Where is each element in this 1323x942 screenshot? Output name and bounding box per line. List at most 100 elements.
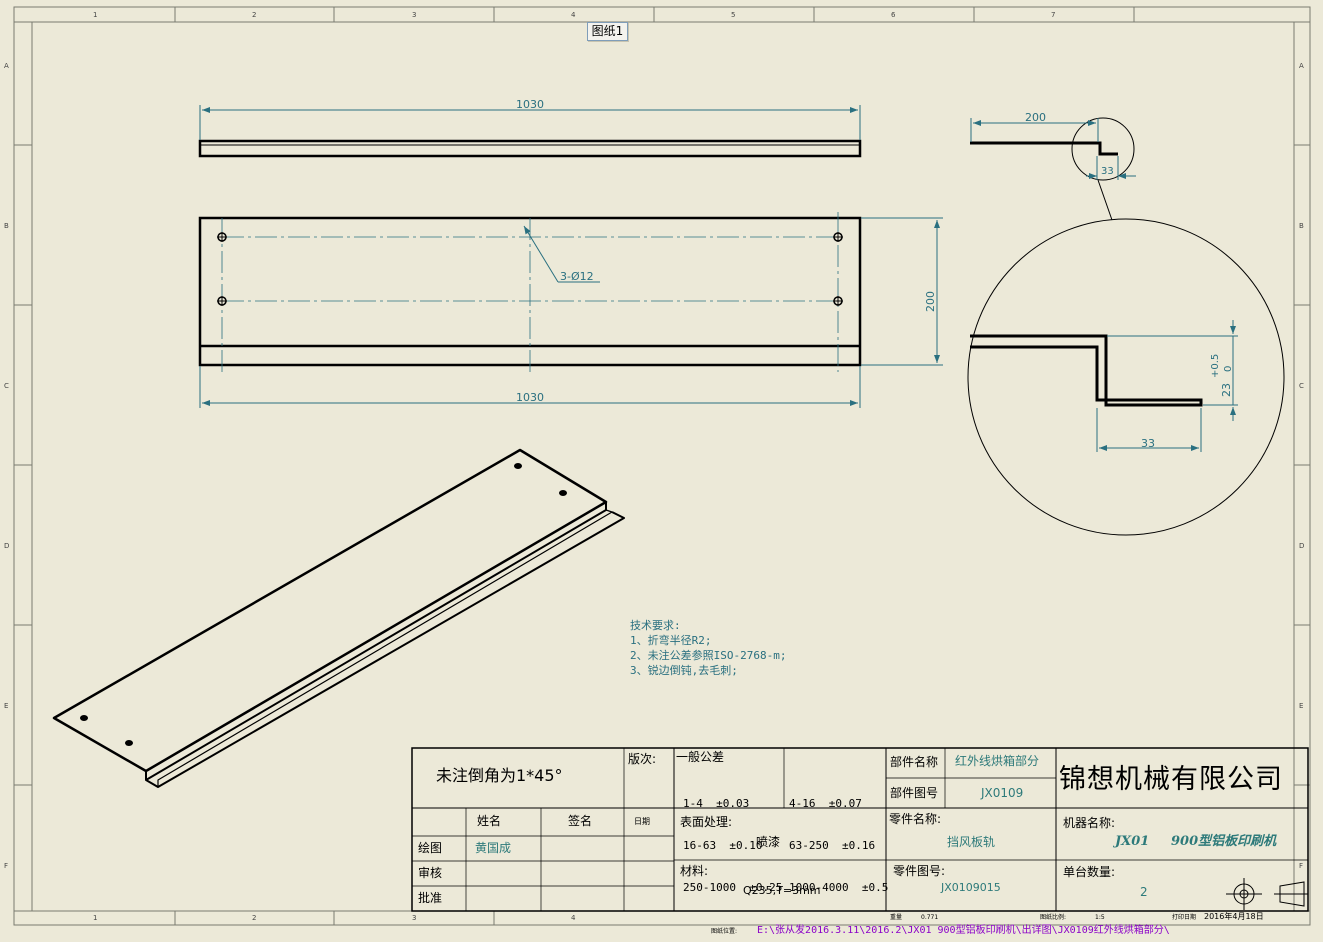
surface-value: 喷漆 — [756, 835, 781, 849]
front-view[interactable] — [198, 212, 862, 372]
col-label: 2 — [252, 11, 256, 19]
row-label: A — [1299, 62, 1304, 70]
material-value: Q235,T=3mm — [743, 884, 821, 897]
row-label: E — [4, 702, 8, 710]
date-value: 2016年4月18日 — [1204, 912, 1264, 921]
row-draw: 绘图 — [418, 841, 443, 855]
hole-leader — [523, 225, 600, 283]
part-no-label: 部件图号 — [890, 786, 939, 800]
hole — [559, 490, 567, 496]
detail-width-label: 33 — [1141, 437, 1155, 450]
hole — [125, 740, 133, 746]
row-approve: 批准 — [418, 891, 443, 905]
row-label: B — [1299, 222, 1304, 230]
col-sign: 签名 — [568, 814, 593, 828]
side-step-label: 33 — [1101, 166, 1114, 177]
sheet-tab[interactable]: 图纸1 — [587, 22, 628, 41]
qty-label: 单台数量: — [1063, 865, 1116, 879]
tech-item: 1、折弯半径R2; — [630, 634, 712, 647]
projection-symbol-icon — [1226, 878, 1308, 910]
border-labels: 1 2 3 4 5 6 7 1 2 3 4 A B C D E F A B C … — [4, 11, 1304, 922]
general-tolerance-label: 一般公差 — [676, 750, 725, 764]
hole — [514, 463, 522, 469]
tolerance-table-right: 4-16 ±0.07 63-250 ±0.16 1000-4000 ±0.5 — [789, 769, 888, 923]
front-height-dimension — [861, 217, 943, 366]
row-label: C — [1299, 382, 1304, 390]
col-label: 6 — [891, 11, 896, 19]
component-no-label: 零件图号: — [893, 864, 946, 878]
side-length-label: 200 — [1025, 111, 1046, 124]
top-width-dimension — [199, 105, 861, 140]
tech-item: 2、未注公差参照ISO-2768-m; — [630, 649, 787, 662]
tolerance-row: 16-63 ±0.10 — [683, 839, 763, 852]
detail-dimensions — [1096, 320, 1238, 452]
company-name: 锦想机械有限公司 — [1059, 764, 1283, 795]
front-width-label: 1030 — [516, 391, 544, 404]
hole-callout: 3-Ø12 — [560, 270, 594, 283]
row-label: C — [4, 382, 9, 390]
col-label: 7 — [1051, 11, 1055, 19]
detail-tol-lower: 0 — [1223, 366, 1234, 372]
col-date: 日期 — [634, 817, 650, 826]
surface-label: 表面处理: — [680, 815, 733, 829]
top-width-label: 1030 — [516, 98, 544, 111]
weight-label: 重量 — [890, 914, 903, 921]
col-label: 1 — [93, 11, 97, 19]
detail-height-label: 23 — [1220, 383, 1233, 397]
tech-requirements: 技术要求: 1、折弯半径R2; 2、未注公差参照ISO-2768-m; 3、锐边… — [630, 618, 786, 678]
tolerance-row: 4-16 ±0.07 — [789, 797, 862, 810]
detail-tol-upper: +0.5 — [1210, 354, 1221, 378]
col-label: 5 — [731, 11, 735, 19]
centerlines — [221, 212, 840, 372]
side-length-dimension — [970, 118, 1136, 180]
part-name-label: 部件名称 — [890, 755, 939, 769]
row-label: E — [1299, 702, 1303, 710]
col-label: 1 — [93, 914, 97, 922]
detail-leader — [1097, 179, 1113, 221]
hole-crosses — [217, 232, 843, 306]
front-height-label: 200 — [924, 291, 937, 312]
isometric-view[interactable] — [52, 448, 625, 788]
qty-value: 2 — [1140, 885, 1148, 899]
title-block-grid — [411, 747, 1309, 912]
tolerance-row: 1-4 ±0.03 — [683, 797, 750, 810]
tech-title: 技术要求: — [630, 619, 681, 632]
tolerance-row: 250-1000 ±0.25 — [683, 881, 783, 894]
col-label: 3 — [412, 914, 416, 922]
front-width-dimension — [199, 366, 861, 408]
component-no-value: JX0109015 — [941, 881, 1001, 894]
date-label: 打印日期 — [1172, 914, 1197, 921]
component-name-value: 挡风板轨 — [947, 835, 996, 849]
detail-view[interactable] — [967, 218, 1285, 536]
tolerance-row: 63-250 ±0.16 — [789, 839, 876, 852]
col-label: 4 — [571, 914, 576, 922]
part-no-value: JX0109 — [981, 786, 1024, 800]
row-label: B — [4, 222, 9, 230]
machine-label: 机器名称: — [1063, 816, 1116, 830]
tolerance-table-left: 1-4 ±0.03 16-63 ±0.10 250-1000 ±0.25 — [683, 769, 782, 923]
file-path: E:\张从发2016.3.11\2016.2\JX01 900型铝板印刷机\出详… — [757, 925, 1170, 936]
hole — [80, 715, 88, 721]
machine-code: JX01 — [1115, 834, 1150, 849]
machine-name: 900型铝板印刷机 — [1171, 834, 1277, 849]
row-check: 审核 — [418, 866, 443, 880]
col-name: 姓名 — [477, 814, 502, 828]
path-label: 图纸位置: — [711, 928, 738, 935]
col-label: 3 — [412, 11, 416, 19]
isometric-holes — [80, 463, 567, 746]
row-label: F — [4, 862, 8, 870]
top-view[interactable] — [198, 139, 862, 158]
tech-item: 3、锐边倒钝,去毛刺; — [630, 664, 738, 677]
row-label: D — [1299, 542, 1304, 550]
chamfer-note: 未注倒角为1*45° — [436, 766, 563, 785]
tolerance-row: 1000-4000 ±0.5 — [789, 881, 889, 894]
row-label: D — [4, 542, 9, 550]
version-label: 版次: — [628, 752, 657, 766]
part-name-value: 红外线烘箱部分 — [955, 754, 1040, 768]
row-label: F — [1299, 862, 1303, 870]
scale-value: 1:5 — [1095, 914, 1105, 921]
drawer-name: 黄国成 — [475, 841, 512, 855]
weight-value: 0.771 — [921, 914, 939, 921]
side-view[interactable] — [970, 117, 1135, 181]
